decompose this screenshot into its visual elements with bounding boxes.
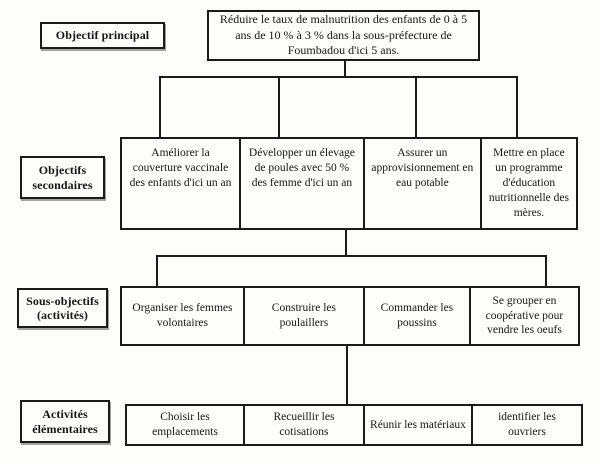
connector-drop-secondaire-3	[415, 76, 417, 138]
secondary-objective-cell-3: Assurer un approvisionnement en eau pota…	[362, 139, 480, 228]
connector-drop-secondaire-1	[159, 76, 161, 138]
secondary-objectives-row: Améliorer la couverture vaccinale des en…	[120, 137, 578, 230]
secondary-objective-cell-4: Mettre en place un programme d'éducation…	[479, 139, 576, 228]
sub-objective-cell-4: Se grouper en coopérative pour vendre le…	[468, 288, 578, 344]
sub-objective-cell-2: Construire les poulaillers	[242, 288, 363, 344]
connector-main-stub	[344, 59, 346, 78]
row-label-objectif-principal: Objectif principal	[40, 22, 165, 49]
row-label-sous-objectifs: Sous-objectifs (activités)	[17, 288, 108, 328]
elementary-activity-cell-3: Réunir les matériaux	[362, 406, 471, 444]
sub-objective-cell-3: Commander les poussins	[362, 288, 469, 344]
connector-h-secondaires	[159, 76, 518, 78]
elementary-activity-cell-4: identifier les ouvriers	[470, 406, 581, 444]
elementary-activities-row: Choisir les emplacements Recueillir les …	[125, 404, 583, 446]
connector-drop-sous-left	[156, 255, 158, 287]
connector-drop-sous-right	[545, 255, 547, 287]
sub-objective-cell-1: Organiser les femmes volontaires	[132, 302, 233, 329]
row-label-objectifs-secondaires: Objectifs secondaires	[20, 156, 105, 199]
connector-secondaires-stub	[345, 228, 347, 257]
connector-h-sous-objectifs	[156, 255, 547, 257]
connector-drop-secondaire-4	[516, 76, 518, 138]
elementary-activity-cell-2: Recueillir les cotisations	[242, 406, 363, 444]
row-label-activites-elementaires: Activités élémentaires	[20, 400, 110, 443]
main-objective-box: Réduire le taux de malnutrition des enfa…	[207, 10, 480, 61]
connector-drop-secondaire-2	[278, 76, 280, 138]
secondary-objective-cell-2: Développer un élevage de poules avec 50 …	[238, 139, 363, 228]
connector-sous-to-activites	[346, 344, 348, 405]
sub-objectives-row: Organiser les femmes volontaires Constru…	[120, 286, 580, 346]
secondary-objective-cell-1: Améliorer la couverture vaccinale des en…	[129, 147, 232, 189]
elementary-activity-cell-1: Choisir les emplacements	[152, 411, 218, 438]
